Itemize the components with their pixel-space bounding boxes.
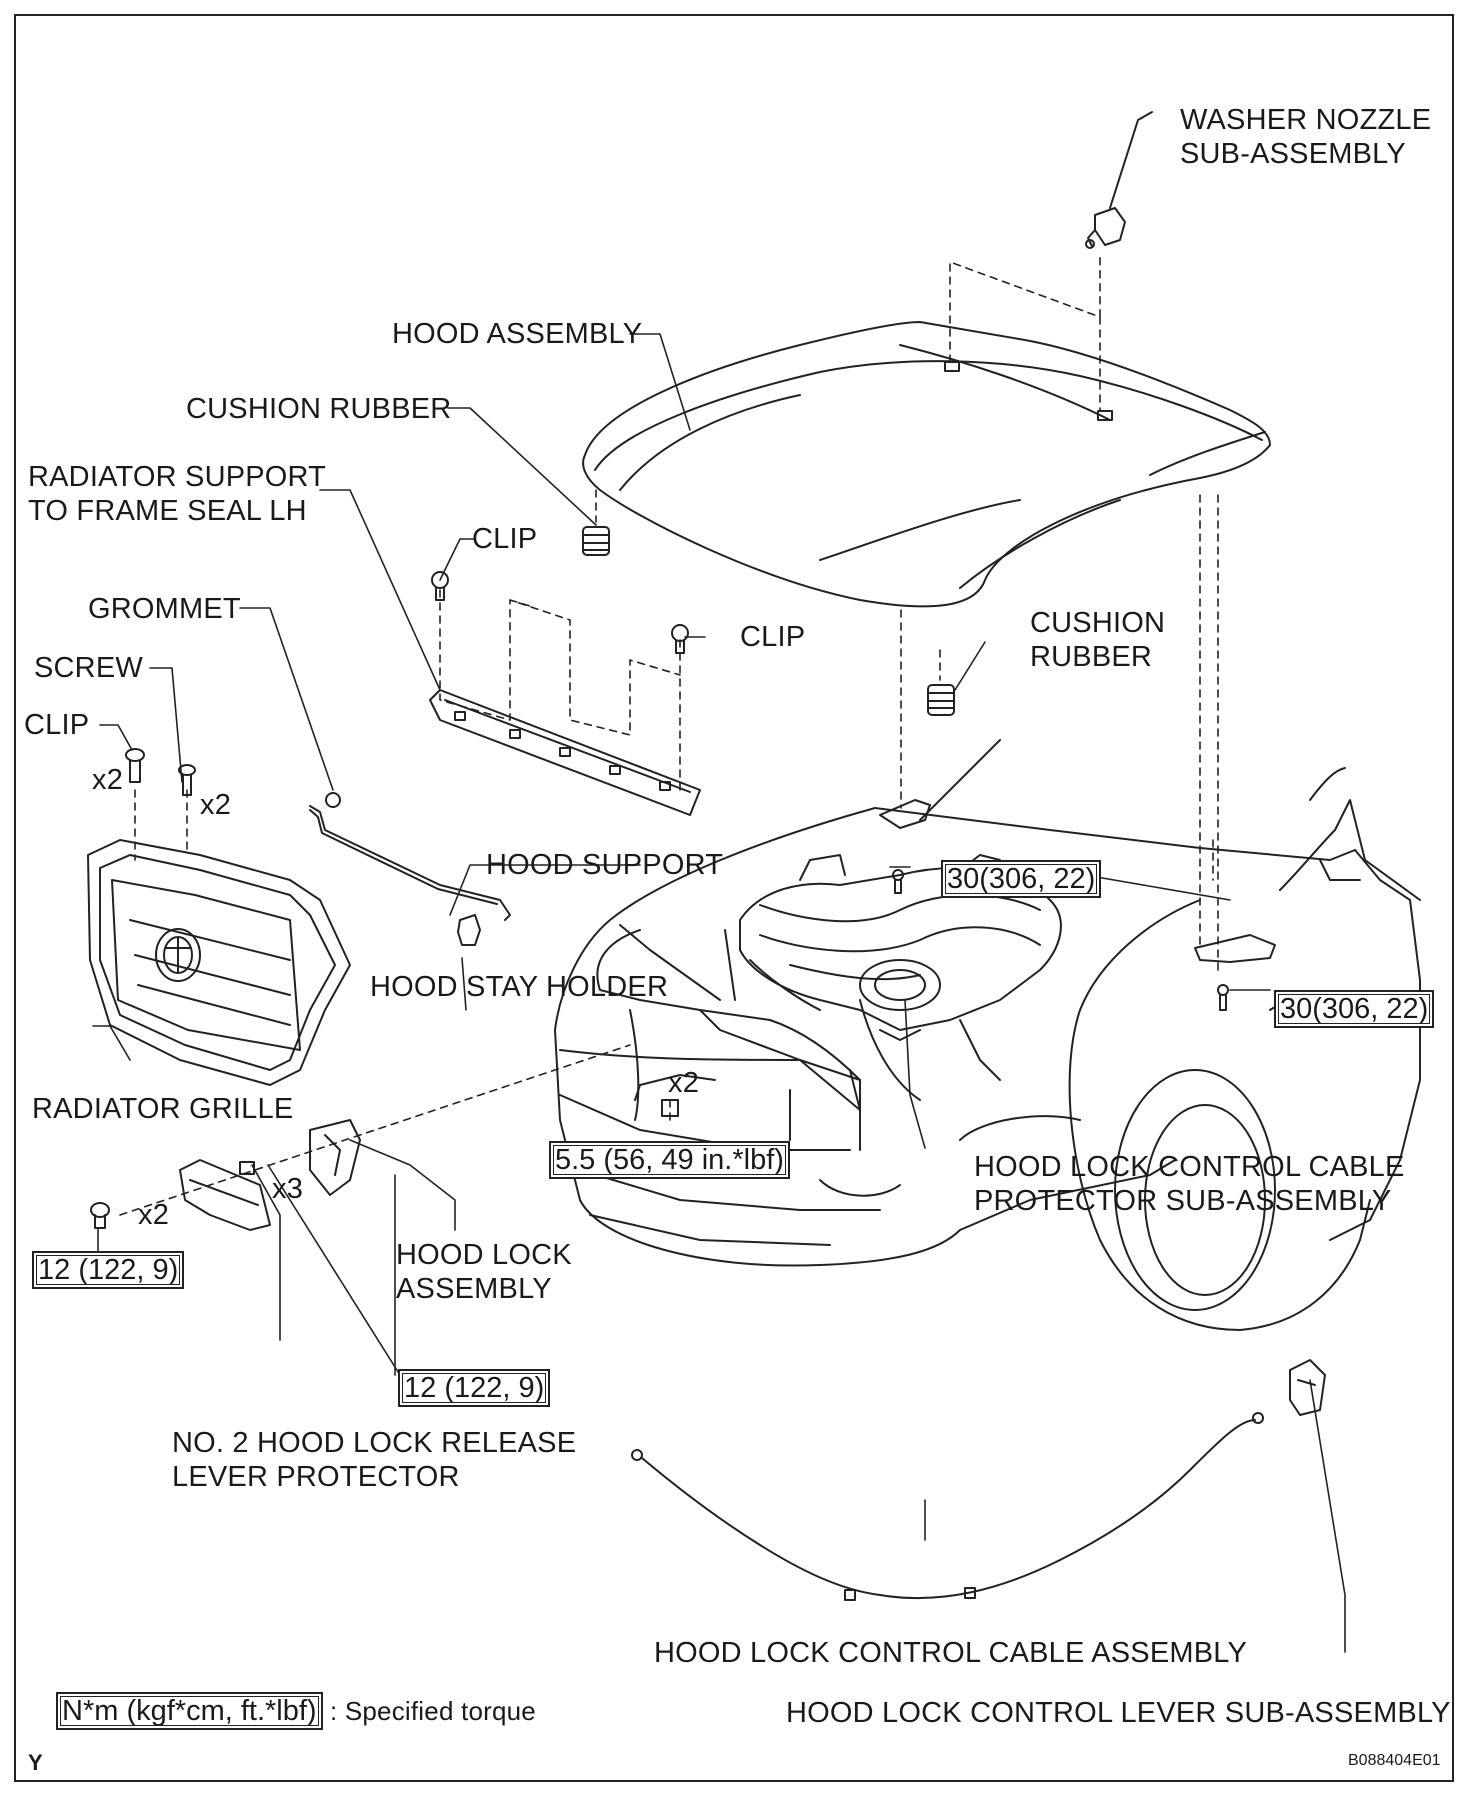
radiator-seal-drawing	[429, 571, 701, 816]
label-screw: SCREW	[34, 652, 143, 684]
label-hood-stay-holder: HOOD STAY HOLDER	[370, 971, 669, 1003]
torque-hinge-right: 30(306, 22)	[1274, 990, 1435, 1028]
figure-id: B088404E01	[1348, 1752, 1441, 1769]
legend-text: : Specified torque	[330, 1696, 536, 1726]
label-cushion-rubber-right-1: CUSHION	[1030, 607, 1166, 639]
hood-panel-drawing	[582, 321, 1271, 608]
label-cable-protector-1: HOOD LOCK CONTROL CABLE	[974, 1151, 1405, 1183]
label-cushion-rubber-top: CUSHION RUBBER	[186, 393, 452, 425]
label-clip-mid: CLIP	[740, 621, 806, 653]
lock-parts-drawing	[90, 1074, 716, 1231]
torque-center: 5.5 (56, 49 in.*lbf)	[549, 1141, 790, 1179]
label-hood-lock-assembly-2: ASSEMBLY	[396, 1273, 552, 1305]
label-hood-lock-assembly-1: HOOD LOCK	[396, 1239, 572, 1271]
clip-screw-drawing	[125, 748, 196, 796]
hood-hinge-drawing	[879, 799, 1276, 1011]
lock-cable-drawing	[631, 1359, 1326, 1601]
label-cushion-rubber-right-2: RUBBER	[1030, 641, 1153, 673]
radiator-grille-drawing	[87, 839, 351, 1086]
label-control-lever: HOOD LOCK CONTROL LEVER SUB-ASSEMBLY	[786, 1697, 1451, 1729]
label-radiator-grille: RADIATOR GRILLE	[32, 1093, 294, 1125]
guide-lines	[119, 251, 1219, 1216]
vehicle-front-drawing	[554, 739, 1421, 1331]
torque-left-bolt: 12 (122, 9)	[32, 1251, 185, 1289]
label-hood-assembly: HOOD ASSEMBLY	[392, 318, 643, 350]
label-x2-center: x2	[668, 1067, 700, 1099]
label-x2-lower: x2	[138, 1199, 170, 1231]
label-radiator-seal-2: TO FRAME SEAL LH	[28, 495, 307, 527]
hood-support-drawing	[309, 792, 511, 946]
label-x2-clip: x2	[92, 764, 124, 796]
label-washer-nozzle-2: SUB-ASSEMBLY	[1180, 138, 1406, 170]
label-cable-assembly: HOOD LOCK CONTROL CABLE ASSEMBLY	[654, 1637, 1247, 1669]
torque-lock-bolt: 12 (122, 9)	[398, 1369, 551, 1407]
label-x2-screw: x2	[200, 789, 232, 821]
label-clip-left: CLIP	[24, 709, 90, 741]
washer-nozzle-drawing	[1085, 111, 1153, 249]
torque-hinge-left: 30(306, 22)	[941, 860, 1102, 898]
label-release-lever-protector-2: LEVER PROTECTOR	[172, 1461, 460, 1493]
label-hood-support: HOOD SUPPORT	[486, 849, 724, 881]
label-release-lever-protector-1: NO. 2 HOOD LOCK RELEASE	[172, 1427, 577, 1459]
label-grommet: GROMMET	[88, 593, 241, 625]
label-clip-upper: CLIP	[472, 523, 538, 555]
label-washer-nozzle-1: WASHER NOZZLE	[1180, 104, 1432, 136]
label-x3: x3	[272, 1173, 304, 1205]
corner-mark: Y	[28, 1750, 43, 1775]
legend-torque-unit: N*m (kgf*cm, ft.*lbf)	[56, 1692, 323, 1730]
label-radiator-seal-1: RADIATOR SUPPORT	[28, 461, 327, 493]
cushion-rubber-drawing	[582, 526, 955, 716]
label-cable-protector-2: PROTECTOR SUB-ASSEMBLY	[974, 1185, 1392, 1217]
diagram-frame	[14, 14, 1454, 1782]
